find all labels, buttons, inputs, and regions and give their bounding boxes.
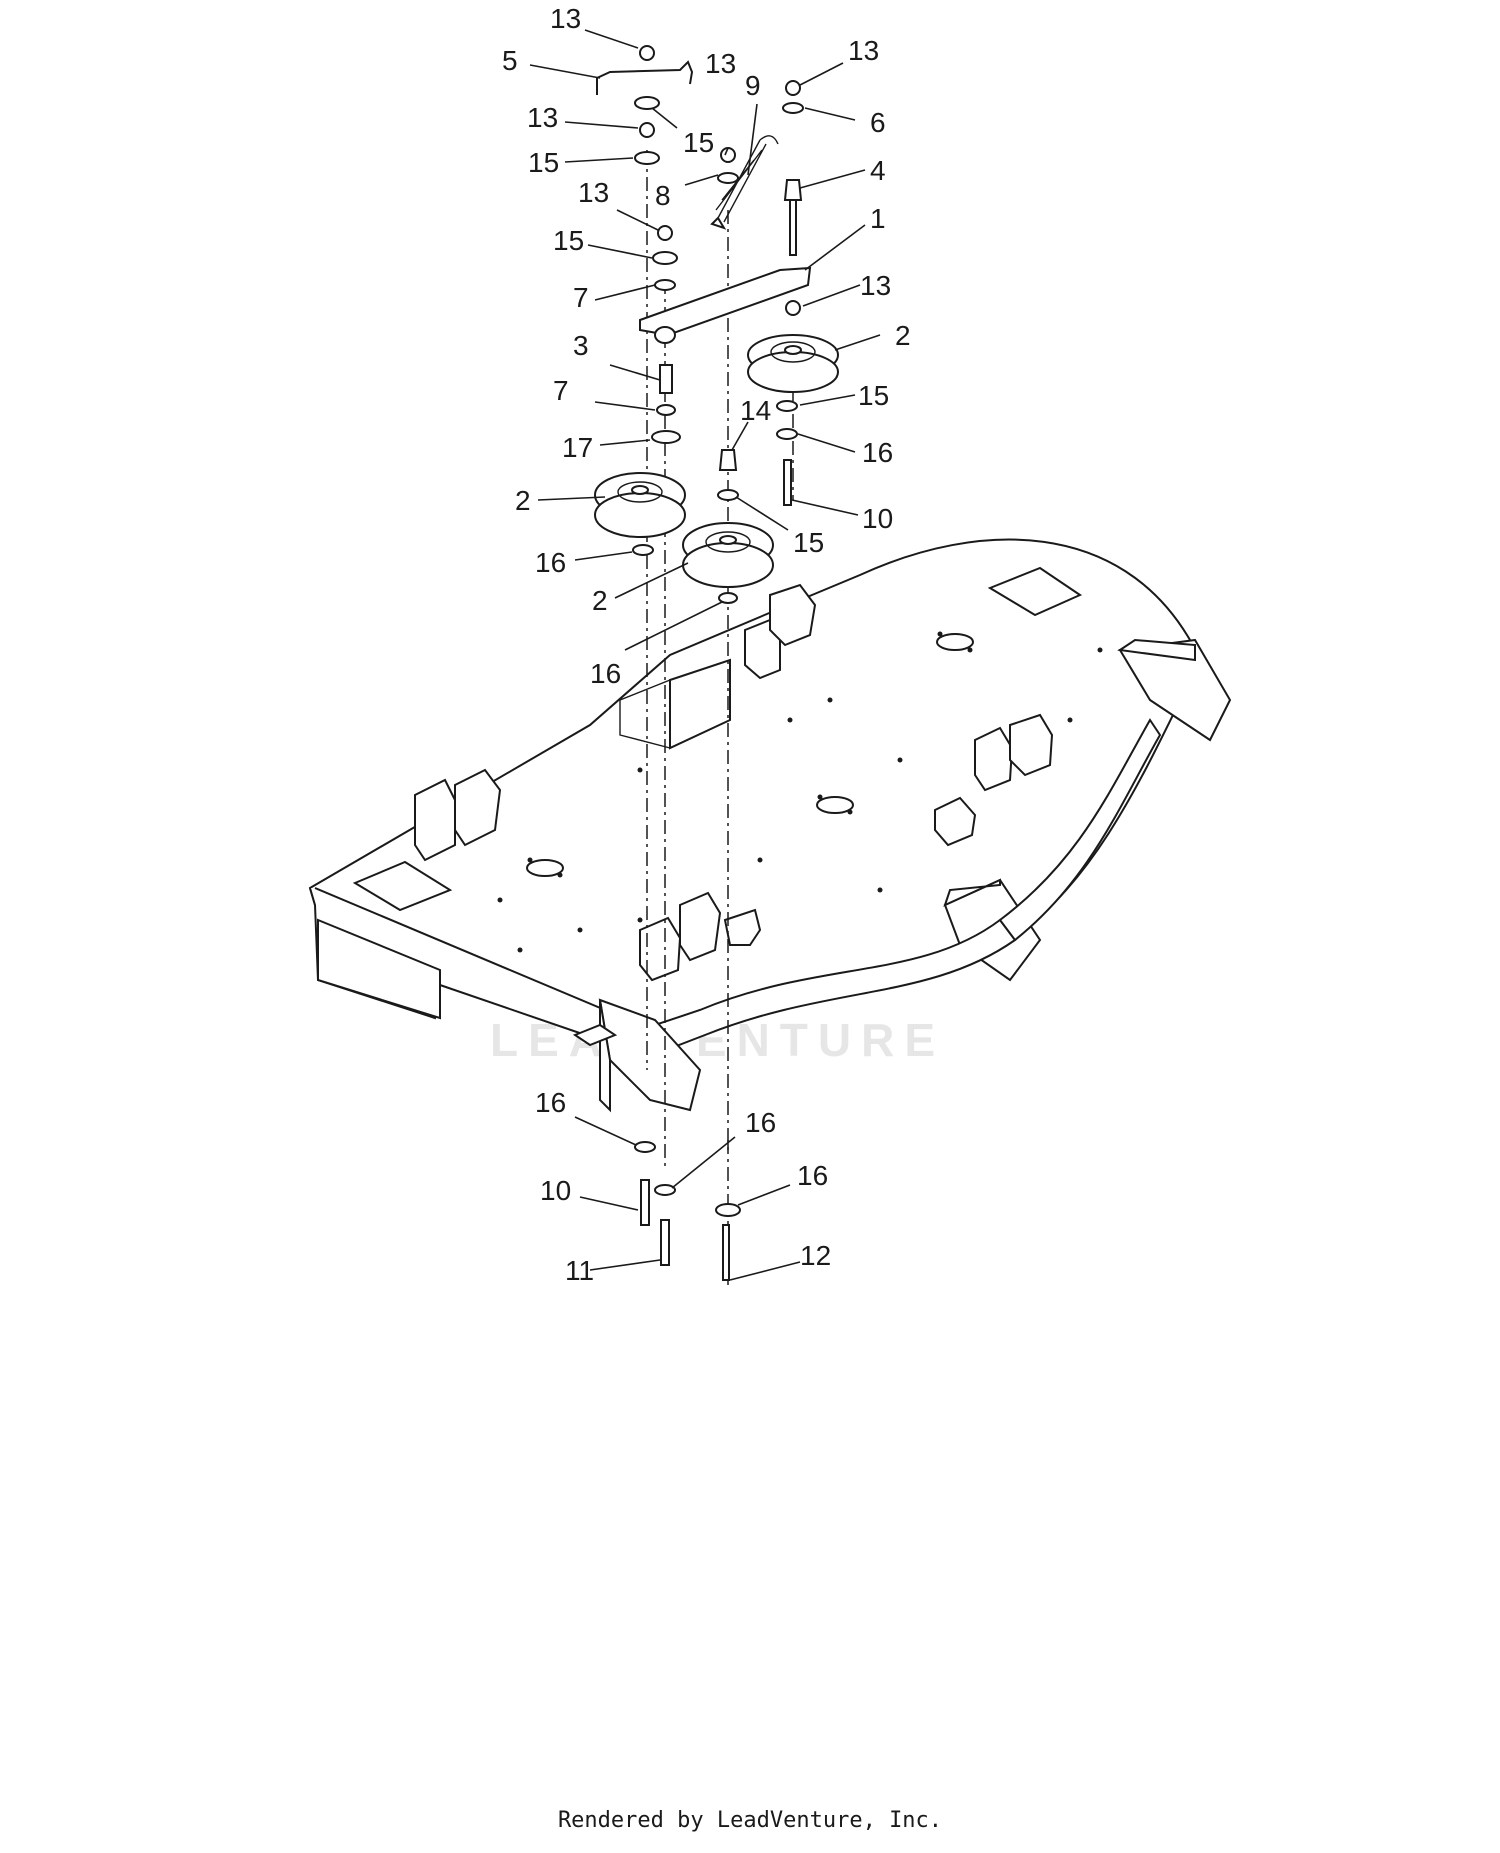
callout-15-left-washer: 15 <box>528 147 559 178</box>
callout-9: 9 <box>745 70 761 101</box>
callout-13-top: 13 <box>550 3 581 34</box>
rendered-by-footer: Rendered by LeadVenture, Inc. <box>557 1808 943 1833</box>
mower-deck <box>308 538 1232 1113</box>
callout-15-upper: 15 <box>683 127 714 158</box>
callout-16-bottom-middle: 16 <box>745 1107 776 1138</box>
leader-lines <box>529 29 881 1281</box>
callout-8: 8 <box>655 180 671 211</box>
callout-16-bottom-right: 16 <box>797 1160 828 1191</box>
callout-15-middle: 15 <box>793 527 824 558</box>
callout-14: 14 <box>740 395 771 426</box>
callout-4: 4 <box>870 155 886 186</box>
callout-16-middle: 16 <box>590 658 621 689</box>
callout-7-lower: 7 <box>553 375 569 406</box>
callout-13-handle-nut: 13 <box>527 102 558 133</box>
callout-7-upper: 7 <box>573 282 589 313</box>
callout-13-right-top: 13 <box>848 35 879 66</box>
callout-13-spring: 13 <box>705 48 736 79</box>
callout-13-left-stack: 13 <box>578 177 609 208</box>
callout-1: 1 <box>870 203 886 234</box>
callout-2-right: 2 <box>895 320 911 351</box>
callout-17: 17 <box>562 432 593 463</box>
callout-15-right: 15 <box>858 380 889 411</box>
callout-10-right: 10 <box>862 503 893 534</box>
callout-2-left: 2 <box>515 485 531 516</box>
callout-10-bottom: 10 <box>540 1175 571 1206</box>
callout-2-middle: 2 <box>592 585 608 616</box>
hardware-parts <box>594 45 839 1281</box>
callout-6: 6 <box>870 107 886 138</box>
callout-16-left: 16 <box>535 547 566 578</box>
callout-15-arm: 15 <box>553 225 584 256</box>
callout-5: 5 <box>502 45 518 76</box>
callout-16-bottom-left: 16 <box>535 1087 566 1118</box>
callout-11: 11 <box>565 1255 594 1286</box>
callout-3: 3 <box>573 330 589 361</box>
callout-labels: 13 5 13 15 15 13 15 7 3 7 17 2 16 2 16 1… <box>502 3 911 1286</box>
callout-12: 12 <box>800 1240 831 1271</box>
callout-16-right: 16 <box>862 437 893 468</box>
callout-13-right-lower: 13 <box>860 270 891 301</box>
